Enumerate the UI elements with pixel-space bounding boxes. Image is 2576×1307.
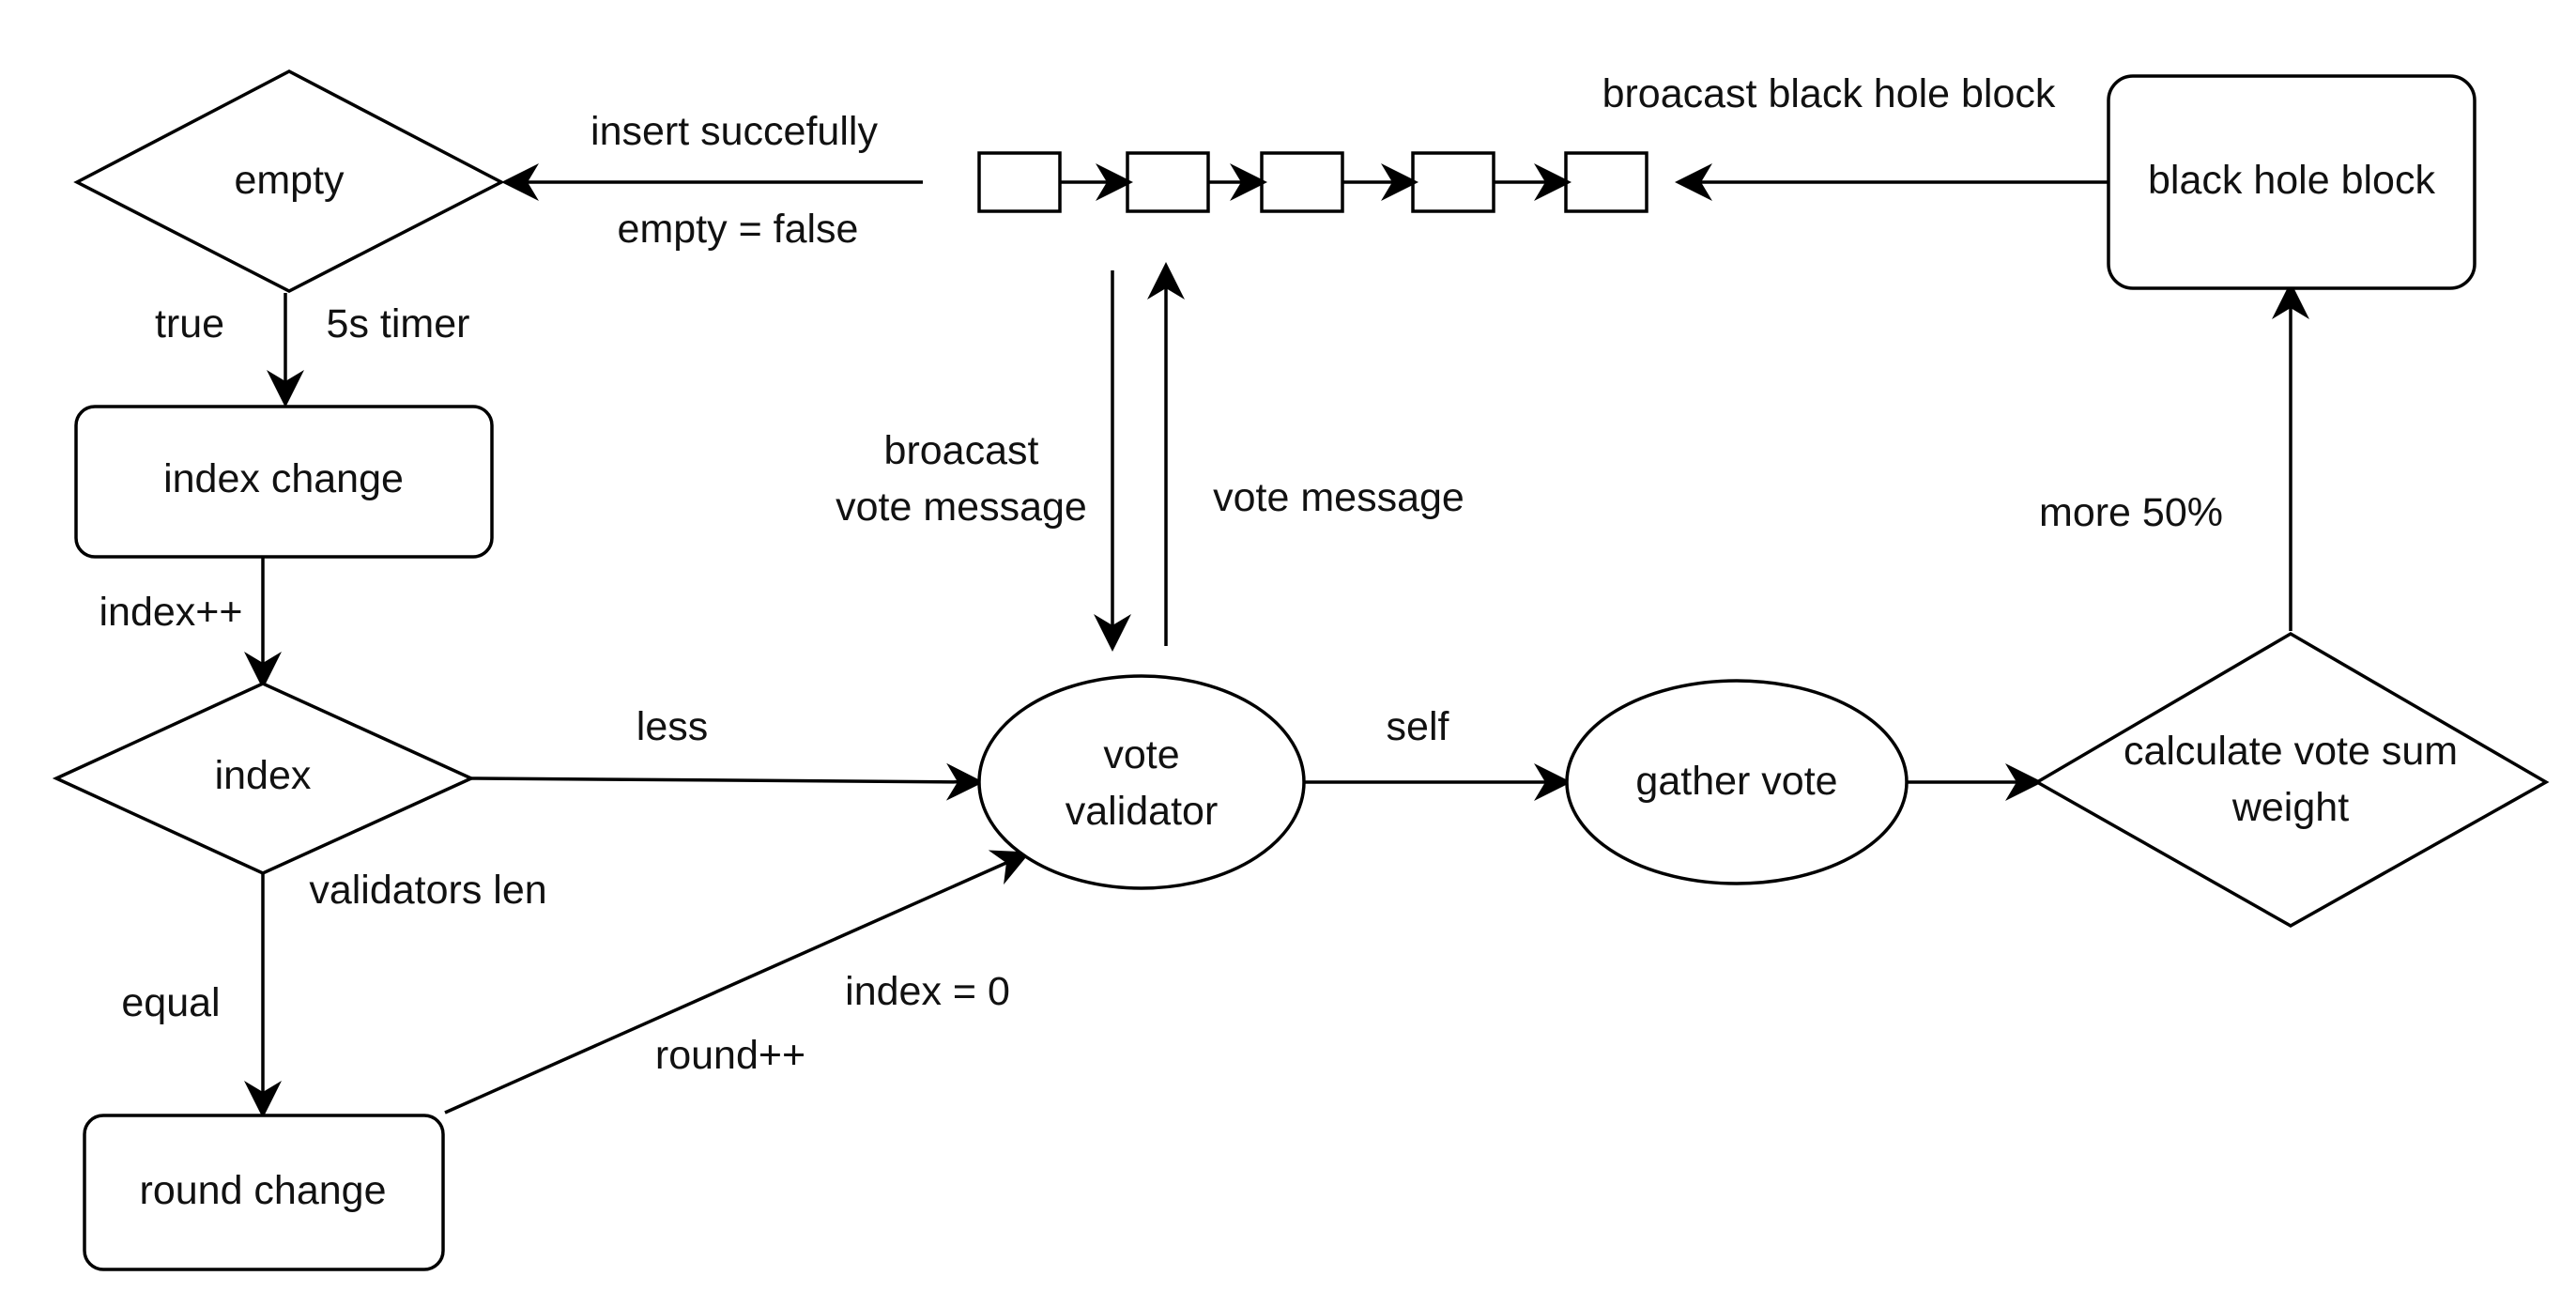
blockchain <box>977 151 1648 213</box>
round-change-box <box>83 1114 445 1271</box>
label-insert-succefully: insert succefully <box>590 109 878 154</box>
label-broadcast-black-hole-block: broacast black hole block <box>1602 71 2056 116</box>
chain-block <box>1126 151 1210 213</box>
label-broadcast-1: broacast <box>884 428 1039 473</box>
empty-label: empty <box>234 158 345 203</box>
edge-index-to-vote-validator <box>470 762 984 801</box>
chain-block <box>1260 151 1344 213</box>
vote-validator-node <box>977 674 1306 890</box>
round-change-label: round change <box>140 1168 387 1213</box>
vote-validator-label-1: vote <box>1103 732 1179 777</box>
label-less: less <box>636 704 708 749</box>
chain-block <box>1411 151 1495 213</box>
gather-vote-label: gather vote <box>1635 759 1837 804</box>
label-index-zero: index = 0 <box>845 969 1010 1014</box>
label-more-50: more 50% <box>2039 490 2223 535</box>
label-self: self <box>1387 704 1450 749</box>
gather-vote-node <box>1565 679 1909 885</box>
calculate-vote-decision <box>2033 631 2550 929</box>
label-5s-timer: 5s timer <box>327 301 470 346</box>
chain-block <box>1564 151 1648 213</box>
label-broadcast-2: vote message <box>836 484 1087 530</box>
index-change-label: index change <box>163 456 404 501</box>
label-validators-len: validators len <box>309 868 546 913</box>
calculate-vote-label-2: weight <box>2231 785 2349 830</box>
black-hole-block-box <box>2107 74 2476 290</box>
label-empty-false: empty = false <box>618 207 859 252</box>
label-true: true <box>155 301 224 346</box>
label-index-plus-plus: index++ <box>99 590 242 635</box>
index-change-box <box>74 405 494 559</box>
calculate-vote-label-1: calculate vote sum <box>2124 729 2458 774</box>
empty-decision <box>73 69 505 293</box>
label-equal: equal <box>121 980 220 1025</box>
index-label: index <box>215 753 312 798</box>
chain-block <box>977 151 1062 213</box>
black-hole-block-label: black hole block <box>2148 158 2435 203</box>
index-decision <box>52 682 476 875</box>
label-round-plus-plus: round++ <box>655 1033 805 1078</box>
edge-round-change-to-vote-validator <box>444 850 1031 1115</box>
label-vote-message: vote message <box>1213 475 1464 520</box>
vote-validator-label-2: validator <box>1066 789 1219 834</box>
